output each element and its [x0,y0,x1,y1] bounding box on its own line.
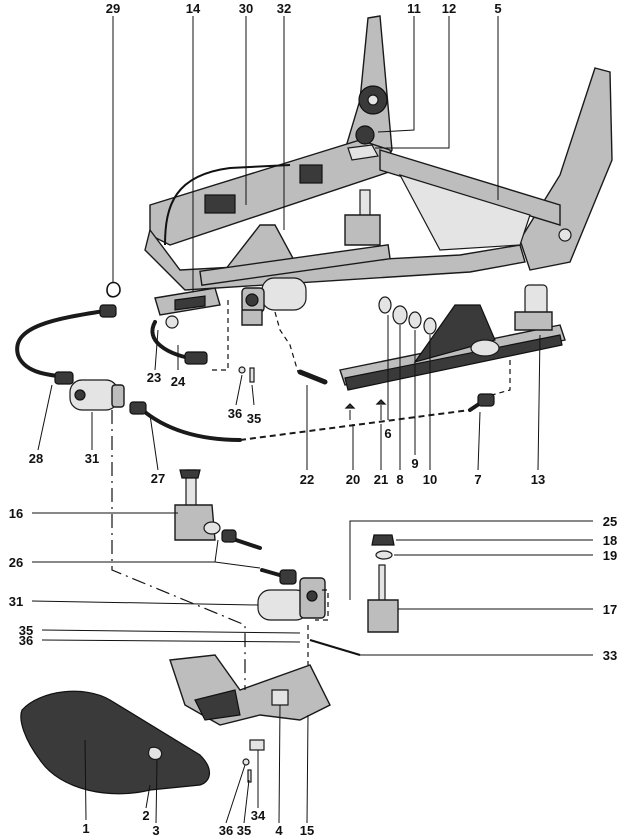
label-18: 18 [603,533,617,548]
label-29: 29 [106,1,120,16]
motor-31-left [69,379,125,411]
label-31-lower: 31 [9,594,23,609]
label-33: 33 [603,648,617,663]
lower-mechanism [20,469,399,795]
assembly-lines [111,300,511,690]
label-35-middle: 35 [19,623,33,638]
label-27: 27 [151,471,165,486]
label-35-lower: 35 [237,823,251,838]
label-3: 3 [152,823,159,838]
label-2: 2 [142,808,149,823]
label-9: 9 [411,456,418,471]
label-36-middle: 36 [19,633,33,648]
label-17: 17 [603,602,617,617]
label-36-upper: 36 [228,406,242,421]
label-4: 4 [275,823,283,838]
label-5: 5 [494,1,501,16]
label-36-lower: 36 [219,823,233,838]
label-26: 26 [9,555,23,570]
seat-frame [144,15,613,291]
label-32: 32 [277,1,291,16]
label-8: 8 [396,472,403,487]
label-24: 24 [171,374,186,389]
label-28: 28 [29,451,43,466]
label-25: 25 [603,514,617,529]
label-7: 7 [474,472,481,487]
leader-lines [31,16,593,824]
label-31-upper: 31 [85,451,99,466]
label-15: 15 [300,823,314,838]
label-13: 13 [531,472,545,487]
right-rail-assembly [339,284,566,420]
label-16: 16 [9,506,23,521]
part-number-labels: 29 14 30 32 11 12 5 23 24 36 35 22 6 20 … [9,1,617,838]
left-rail-assembly [154,277,307,326]
label-11: 11 [407,1,421,16]
label-6: 6 [384,426,391,441]
label-19: 19 [603,548,617,563]
label-34: 34 [251,808,266,823]
label-1: 1 [82,821,89,836]
label-23: 23 [147,370,161,385]
label-10: 10 [423,472,437,487]
label-21: 21 [374,472,388,487]
label-20: 20 [346,472,360,487]
label-30: 30 [239,1,253,16]
label-12: 12 [442,1,456,16]
label-14: 14 [186,1,201,16]
label-35-upper: 35 [247,411,261,426]
cables [15,281,495,442]
label-22: 22 [300,472,314,487]
